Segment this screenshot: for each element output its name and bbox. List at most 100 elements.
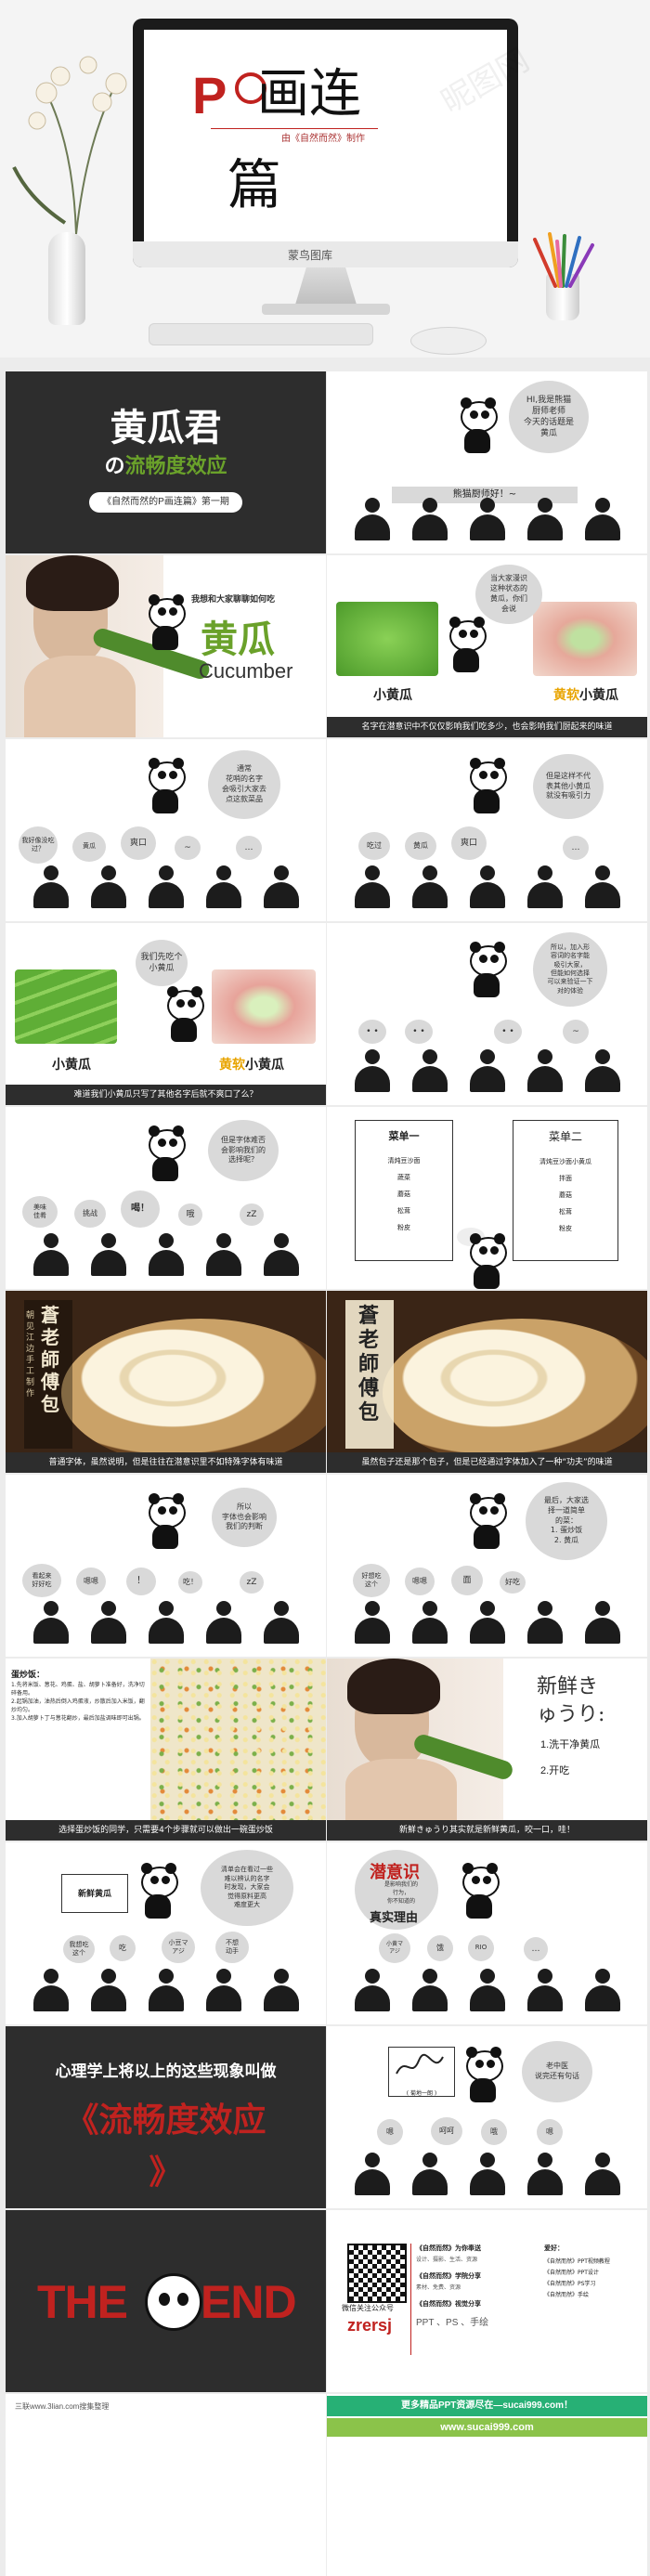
speech-bubble: HI,我是熊猫 厨师老师 今天的话题是 黄瓜: [509, 381, 589, 453]
audience-bubble: 挑战: [74, 1200, 106, 1228]
keyboard: [149, 323, 373, 345]
hobby-item: 《自然而然》PS学习: [544, 2281, 596, 2287]
menu1-items: 清炖豆沙面蔬菜蘑菇松茸粉皮: [356, 1152, 452, 1236]
end-text: END: [201, 2276, 297, 2328]
menu-item: 蘑菇: [559, 1191, 572, 1199]
cucumbers-image: [15, 969, 117, 1044]
audience-bubble: 嗯嗯: [405, 1568, 435, 1595]
qr-code[interactable]: [347, 2244, 407, 2303]
panda-icon: [457, 397, 498, 455]
menu1-title: 菜单一: [388, 1131, 420, 1142]
resource-banner[interactable]: 更多精品PPT资源尽在—sucai999.com！: [327, 2396, 647, 2416]
monitor-base: [262, 304, 390, 315]
col2-body: 素材、免费、资源: [416, 2285, 462, 2291]
slide-12: 蒼老師傅包 虽然包子还是那个包子，但是已经通过字体加入了一种“功夫”的味道: [327, 1291, 647, 1473]
footer-credit: 三联www.3lian.com搜集整理: [15, 2402, 110, 2411]
slide-18: 潜意识 是影响我们的 行为， 你不知道的 真实理由 小黄マ アジ 饿 RIO …: [327, 1842, 647, 2024]
slide19-line: 心理学上将以上的这些现象叫做: [55, 2062, 277, 2080]
hero-byline: 由《自然而然》制作: [281, 134, 365, 144]
sign-board: [345, 1300, 394, 1449]
audience-bubble: • •: [405, 1020, 433, 1044]
woman-photo: [6, 555, 212, 737]
slide-7: 我们先吃个 小黄瓜 小黄瓜 黄软小黄瓜 难道我们小黄瓜只写了其他名字后就不爽口了…: [6, 923, 326, 1105]
recipe-step: 1.先将米饭、葱花、鸡蛋、盐、胡萝卜准备好，洗净切碎备用。: [11, 1682, 145, 1697]
calligraphy-note: ( 菊地一朗 ): [406, 2090, 437, 2097]
monitor: P 画连 由《自然而然》制作 篇: [133, 19, 518, 267]
panda-icon: [446, 617, 487, 674]
slide18-sub: 是影响我们的 行为， 你不知道的: [384, 1881, 418, 1905]
speech-bubble: 清单会在看过一些 难以辨认的名字 时发现，大家会 觉得原料更高 难度更大: [201, 1850, 293, 1926]
subtitle-highlight: 流畅度效应: [124, 454, 228, 477]
menu-item: 粉皮: [397, 1224, 410, 1231]
slide-22: 微信关注公众号 zrersj 《自然而然》为你奉送 设计、摄影、生活、资源 《自…: [327, 2210, 647, 2392]
slide18-title1: 潜意识: [370, 1863, 420, 1881]
right-head: 爱好：: [544, 2245, 564, 2252]
audience-bubble: 小豆マ アジ: [162, 1932, 195, 1963]
blurred-cucumber-image: [336, 602, 438, 676]
buns-image: [61, 1319, 326, 1467]
audience: [22, 865, 310, 908]
monitor-screen: P 画连 由《自然而然》制作 篇: [144, 30, 507, 256]
hobby-item: 《自然而然》PPT视频教程: [544, 2258, 610, 2265]
speech-bubble: 最后，大家选 择一道简单 的菜： 1. 蛋炒饭 2. 黄瓜: [526, 1482, 607, 1560]
sign-board: [24, 1300, 72, 1449]
slide16-title2: ゅうり:: [537, 1703, 605, 1726]
slide-4: 当大家漫识 这种状态的 黄瓜，你们 会说 小黄瓜 黄软小黄瓜 名字在潜意识中不仅…: [327, 555, 647, 737]
audience-bubble: 呵呵: [431, 2117, 462, 2145]
audience-bubble: 我好像没吃过？: [19, 826, 58, 864]
slide16-step1: 1.洗干净黄瓜: [540, 1739, 601, 1750]
speech-bubble: 当大家漫识 这种状态的 黄瓜，你们 会说: [475, 565, 542, 624]
panda-icon: [145, 594, 186, 652]
speech-bubble: 通常 花哨的名字 会吸引大家去 点这款菜品: [208, 750, 280, 819]
slide-6: 但是这样不代 表其他小黄瓜 就没有吸引力 吃过 黄瓜 爽口 …: [327, 739, 647, 921]
speech-bubble: 我们先吃个 小黄瓜: [136, 940, 188, 986]
menu-item: 蘑菇: [397, 1190, 410, 1198]
col3-head: 《自然而然》视觉分享: [416, 2301, 481, 2308]
divider: [410, 2244, 411, 2355]
slide7-caption: 难道我们小黄瓜只写了其他名字后就不爽口了么？: [6, 1085, 326, 1105]
speech-bubble: [355, 1850, 438, 1930]
panda-icon: [466, 1493, 507, 1551]
slide11-caption: 普通字体，虽然说明，但是往往在潜意识里不如特殊字体有味道: [6, 1452, 326, 1473]
audience-bubble: 爽口: [451, 826, 487, 860]
slide-3: 我想和大家聊聊如何吃 黄瓜 Cucumber: [6, 555, 326, 737]
slide-13: 所以 字体也会影响 我们的判断 看起来 好好吃 嗯嗯 ！ 吃！ zZ: [6, 1475, 326, 1657]
menu-item: 清炖豆沙面: [387, 1157, 421, 1164]
orchid-image: [12, 56, 127, 235]
audience-bubble: …: [563, 836, 589, 860]
slide-8: 所以，加入形 容词的名字能 吸引大家， 但能如何选择 可以来验证一下 对的体验 …: [327, 923, 647, 1105]
vase-image: [48, 232, 85, 325]
menu2-items: 清炖豆沙面小黄瓜拌面蘑菇松茸粉皮: [514, 1153, 618, 1237]
slide12-caption: 虽然包子还是那个包子，但是已经通过字体加入了一种“功夫”的味道: [327, 1452, 647, 1473]
signature-scribble: [396, 2053, 444, 2075]
menu-card-1: 菜单一 清炖豆沙面蔬菜蘑菇松茸粉皮: [355, 1120, 453, 1261]
speech-bubble: 所以 字体也会影响 我们的判断: [212, 1488, 277, 1547]
audience-bubble: • •: [494, 1020, 522, 1044]
slide-9: 但是字体难否 会影响我们的 选择呢？ 美味 佳肴 挑战 喝！ 哦 zZ: [6, 1107, 326, 1289]
audience-bubble: 黄瓜: [405, 832, 436, 860]
mouth-cucumber-image: [212, 969, 316, 1044]
slide-2: HI,我是熊猫 厨师老师 今天的话题是 黄瓜 熊猫厨师好！~: [327, 371, 647, 553]
slide-15: 蛋炒饭： 1.先将米饭、葱花、鸡蛋、盐、胡萝卜准备好，洗净切碎备用。2.起锅加油…: [6, 1659, 326, 1841]
hero-title-bottom: 篇: [228, 153, 282, 216]
slide16-caption: 新鮮きゅうり其实就是新鲜黄瓜，咬一口，哇！: [327, 1820, 647, 1841]
calligraphy-card: ( 菊地一朗 ): [388, 2047, 455, 2097]
audience-bubble: 喝！: [121, 1190, 160, 1228]
slide-5: 通常 花哨的名字 会吸引大家去 点这款菜品 我好像没吃过？ 黄瓜 爽口 ~ …: [6, 739, 326, 921]
audience-bubble: 面: [451, 1566, 483, 1595]
audience-bubble: 哦: [481, 2119, 507, 2145]
woman-photo: [327, 1659, 515, 1824]
right-list: 《自然而然》PPT视频教程《自然而然》PPT设计《自然而然》PS学习《自然而然》…: [544, 2257, 643, 2301]
label-left: 小黄瓜: [52, 1057, 91, 1072]
slide1-title: 黄瓜君: [110, 408, 222, 449]
audience-bubble: ~: [175, 836, 201, 860]
mouse: [410, 327, 487, 355]
resource-url[interactable]: www.sucai999.com: [327, 2418, 647, 2437]
audience-bubble: 吃过: [358, 832, 390, 860]
panda-icon: [163, 986, 204, 1044]
fried-rice-image: [150, 1659, 326, 1820]
hero-section: P 画连 由《自然而然》制作 篇 蒙鸟图库 昵图网: [0, 0, 650, 358]
footer-right: 更多精品PPT资源尽在—sucai999.com！ www.sucai999.c…: [327, 2394, 647, 2576]
audience: [344, 865, 631, 908]
panda-icon: [466, 758, 507, 815]
